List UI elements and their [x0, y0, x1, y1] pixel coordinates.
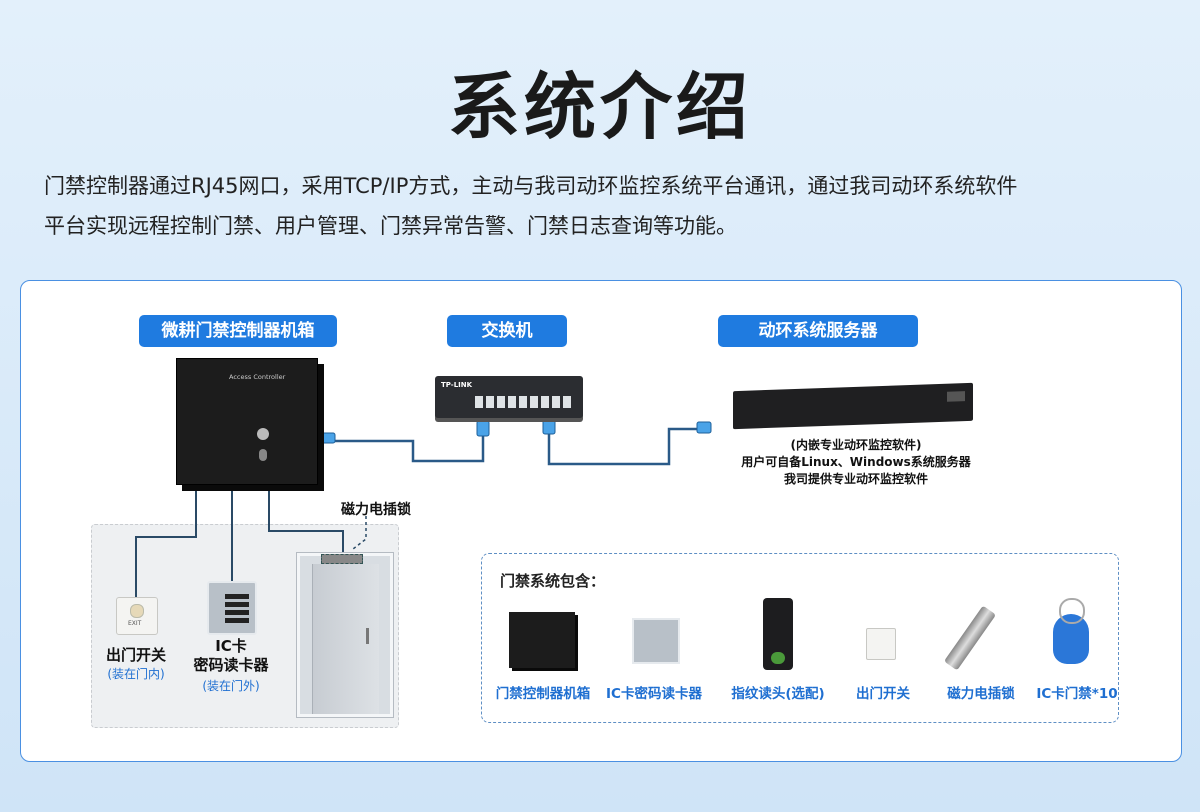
- exit-button-icon: [130, 604, 144, 618]
- door-handle: [366, 628, 369, 644]
- controller-box: Access Controller: [176, 358, 318, 485]
- switch-brand: TP-LINK: [441, 381, 473, 389]
- card-reader-label-2: 密码读卡器: [193, 656, 269, 674]
- card-reader-note: (装在门外): [202, 679, 260, 693]
- component-label: 出门开关: [856, 686, 910, 702]
- connection-lines: [135, 418, 712, 599]
- components-title: 门禁系统包含：: [500, 572, 606, 590]
- component-label: IC卡门禁*10: [1036, 686, 1118, 702]
- keypad-icon: [225, 591, 249, 623]
- server-panel: [947, 391, 965, 402]
- components-box: 门禁系统包含： 门禁控制器机箱 IC卡密码读卡器 指纹读头(选配) 出门开关 磁…: [481, 553, 1119, 723]
- card-reader-device: [207, 581, 257, 635]
- exit-button-label: 出门开关: [105, 646, 166, 664]
- tag-server: 动环系统服务器: [718, 315, 918, 347]
- rj45-plug: [542, 418, 556, 435]
- switch-ports: [475, 396, 573, 408]
- intro-line-1: 门禁控制器通过RJ45网口，采用TCP/IP方式，主动与我司动环监控系统平台通讯…: [44, 174, 1018, 198]
- controller-box-label: Access Controller: [229, 373, 286, 381]
- cable-switch-server: [547, 427, 706, 466]
- mag-lock-device: [321, 554, 363, 564]
- keyhole-icon: [259, 449, 267, 461]
- exit-button-plate: EXIT: [116, 597, 158, 635]
- rj45-plug: [320, 432, 336, 444]
- exit-button-thumb: [866, 628, 896, 660]
- rj45-plug: [696, 421, 712, 434]
- maglock-pointer: [352, 516, 367, 550]
- lock-icon: [257, 428, 269, 440]
- server-note-2: 用户可自备Linux、Windows系统服务器: [741, 455, 971, 469]
- diagram-panel: 微耕门禁控制器机箱 交换机 动环系统服务器 Access Controller …: [20, 280, 1182, 762]
- component-label: 磁力电插锁: [947, 686, 1015, 702]
- maglock-label: 磁力电插锁: [341, 502, 411, 518]
- controller-box-thumb: [509, 612, 575, 668]
- component-label: 门禁控制器机箱: [495, 686, 591, 702]
- component-label: IC卡密码读卡器: [606, 686, 702, 702]
- fob-ring: [1059, 598, 1085, 624]
- network-switch: TP-LINK: [435, 376, 583, 418]
- server-notes: (内嵌专业动环监控软件) 用户可自备Linux、Windows系统服务器 我司提…: [711, 437, 1001, 488]
- card-reader-label-1: IC卡: [215, 637, 247, 655]
- tag-switch: 交换机: [447, 315, 567, 347]
- page-title: 系统介绍: [447, 65, 752, 149]
- server-note-1: (内嵌专业动环监控软件): [790, 438, 922, 452]
- cable-controller-switch: [330, 436, 485, 463]
- exit-plate-text: EXIT: [128, 620, 142, 627]
- intro-line-2: 平台实现远程控制门禁、用户管理、门禁异常告警、门禁日志查询等功能。: [44, 214, 737, 238]
- wire-mag-lock: [268, 486, 344, 556]
- card-reader-thumb: [632, 618, 680, 664]
- rj45-plug: [476, 420, 490, 437]
- ic-card-fob-icon: [1053, 598, 1089, 664]
- fingerprint-icon: [771, 652, 785, 664]
- wire-exit-button: [135, 481, 197, 599]
- exit-button-note: (装在门内): [107, 667, 165, 681]
- fingerprint-reader-thumb: [763, 598, 793, 670]
- door-frame: [297, 553, 393, 717]
- tag-controller: 微耕门禁控制器机箱: [139, 315, 337, 347]
- mag-lock-thumb: [943, 605, 997, 671]
- intro-text: 门禁控制器通过RJ45网口，采用TCP/IP方式，主动与我司动环监控系统平台通讯…: [44, 166, 1164, 246]
- component-label: 指纹读头(选配): [731, 686, 825, 702]
- server-note-3: 我司提供专业动环监控软件: [783, 472, 928, 486]
